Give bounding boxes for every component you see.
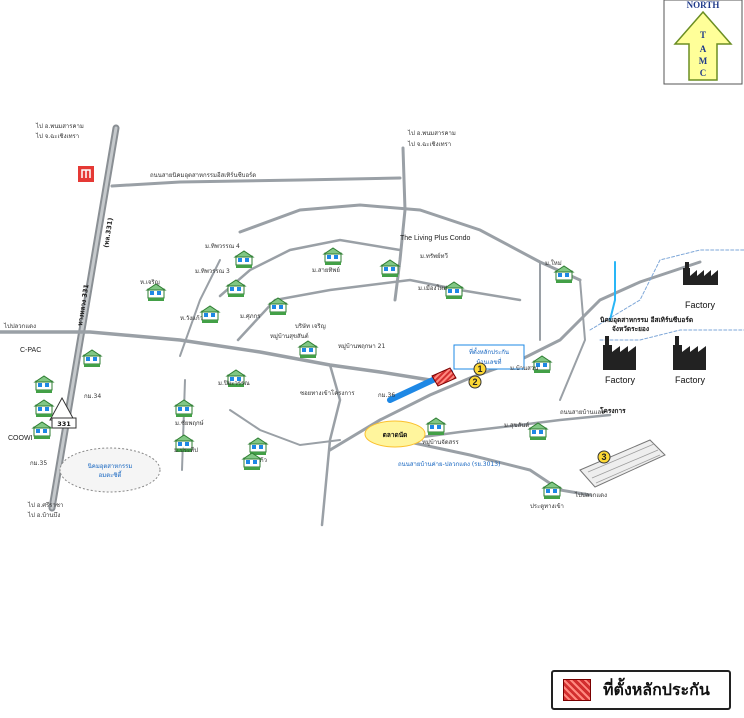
label-place-14: ม.ทรัพย์ทวี bbox=[420, 252, 448, 260]
road-3013 bbox=[398, 438, 592, 497]
label-place-15: ม.เมืองใหม่ bbox=[418, 284, 447, 292]
marker-2 bbox=[468, 375, 482, 389]
label-top-left-dest-1: ไป อ.พนมสารคาม bbox=[35, 122, 84, 130]
factory-icon-1: Factory bbox=[683, 262, 718, 310]
site-parcel bbox=[431, 367, 457, 387]
label-place-18: ประตูทางเข้า bbox=[530, 503, 564, 510]
label-factory-2: Factory bbox=[605, 375, 636, 385]
label-km-36: กม.36 bbox=[378, 392, 395, 399]
marker-1-label: 1 bbox=[477, 364, 482, 374]
label-road-sub-mid: ซอยทางเข้าโครงการ bbox=[300, 389, 355, 397]
label-place-17: ม.สุขสันต์ bbox=[504, 421, 529, 429]
road-inner-4 bbox=[181, 379, 186, 471]
label-place-16: โครงการ bbox=[599, 406, 626, 415]
label-place-11: บริษัท เจริญ bbox=[295, 323, 326, 330]
label-site-note-2: บ้านเลขที่ bbox=[476, 358, 501, 366]
road-curve-mid bbox=[238, 203, 582, 282]
road-inner-5 bbox=[320, 363, 342, 527]
road-inner-1 bbox=[218, 238, 402, 298]
label-place-2: ม.ทิพวรรณ 4 bbox=[205, 243, 240, 250]
road-west-east bbox=[0, 330, 432, 382]
road-north bbox=[110, 176, 402, 188]
factory-group: Factory Factory Factory bbox=[603, 262, 718, 385]
site-location: ที่ตั้งหลักประกัน บ้านเลขที่ 1 2 3 bbox=[431, 344, 611, 464]
label-left-dest: ไปปลวกแดง bbox=[3, 322, 36, 330]
label-bottom-right-dest: ไปปลวกแดง bbox=[574, 491, 607, 499]
marker-3-label: 3 bbox=[601, 452, 606, 462]
factory-icon-3: Factory bbox=[673, 336, 706, 385]
label-estate-right: นิคมอุตสาหกรรม อีสเทิร์นซีบอร์ด bbox=[600, 316, 693, 324]
label-place-12: หมู่บ้านสุขสันต์ bbox=[270, 332, 309, 340]
compass-letter-m: M bbox=[699, 56, 708, 66]
logo-red-square bbox=[78, 166, 94, 182]
label-hwy-331-num: (ทล.331) bbox=[102, 217, 115, 248]
label-place-20: หมู่บ้านจัดสรร bbox=[422, 439, 459, 446]
label-place-3: ม.ทิพวรรณ 3 bbox=[195, 268, 230, 275]
label-factory-3: Factory bbox=[675, 375, 706, 385]
industrial-estate-left: นิคมอุตสาหกรรม อมตะซิตี้ bbox=[59, 447, 161, 493]
label-bottom-left-dest-2: ไป อ.บ้านบึง bbox=[27, 511, 60, 519]
label-place-4: ห.วังแก้ว bbox=[180, 315, 203, 322]
road-inner-6 bbox=[229, 409, 341, 447]
water-line bbox=[609, 261, 616, 321]
label-c-pac: C-PAC bbox=[20, 347, 41, 354]
label-estate-left: นิคมอุตสาหกรรม bbox=[88, 463, 133, 470]
road-right-2 bbox=[559, 279, 587, 401]
map-legend: ที่ตั้งหลักประกัน bbox=[551, 670, 731, 710]
label-estate-right-sub: จังหวัดระยอง bbox=[612, 325, 649, 333]
factory-icon-2: Factory bbox=[603, 336, 636, 385]
label-place-7: ม.ชัยพฤกษ์ bbox=[175, 419, 204, 427]
label-bottom-left-dest-1: ไป อ.ศรีราชา bbox=[27, 501, 63, 509]
industrial-estate-right: นิคมอุตสาหกรรม อีสเทิร์นซีบอร์ด จังหวัดร… bbox=[600, 316, 693, 333]
compass-letter-c: C bbox=[700, 68, 707, 78]
legend-label: ที่ตั้งหลักประกัน bbox=[603, 679, 710, 699]
road-inner-3 bbox=[179, 259, 221, 357]
compass-letter-a: A bbox=[700, 44, 707, 54]
label-living-plus: The Living Plus Condo bbox=[400, 235, 471, 242]
label-road-north: ถนนสายนิคมอุตสาหกรรมอีสเทิร์นซีบอร์ด bbox=[150, 171, 256, 179]
label-place-8: ม.ประทีป bbox=[174, 446, 198, 454]
road-top-mid bbox=[393, 146, 407, 302]
label-site-note-1: ที่ตั้งหลักประกัน bbox=[469, 346, 509, 356]
label-km-34: กม.34 bbox=[84, 393, 101, 400]
label-place-21: ม.ใหม่ bbox=[545, 259, 562, 267]
compass-north-arrow: NORTH T A M C bbox=[663, 0, 743, 85]
label-place-1: ห.เจริญ bbox=[140, 279, 160, 286]
road-inner-2 bbox=[236, 278, 522, 342]
compass-north-label: NORTH bbox=[687, 0, 720, 10]
label-place-5: ม.ศุภกร bbox=[240, 313, 261, 320]
label-estate-left-sub: อมตะซิตี้ bbox=[99, 469, 123, 479]
place-markers: ห.เจริญ ม.ทิพวรรณ 4 ม.ทิพวรรณ 3 ห.วังแก้… bbox=[32, 243, 574, 510]
label-place-6: ม.ปิยะวรรณ bbox=[218, 380, 250, 387]
marker-1 bbox=[473, 362, 487, 376]
label-km-35: กม.35 bbox=[30, 460, 47, 467]
label-top-left-dest-2: ไป จ.ฉะเชิงเทรา bbox=[35, 132, 79, 140]
label-place-19: ม.บ้านสวน bbox=[510, 365, 538, 372]
label-place-10: หมู่บ้านพฤกษา 21 bbox=[338, 343, 385, 350]
compass-letter-t: T bbox=[700, 30, 706, 40]
label-road-bottom: ถนนสายบ้านแลง bbox=[560, 409, 604, 416]
shield-label: 331 bbox=[57, 420, 71, 428]
legend-swatch-site bbox=[563, 679, 591, 701]
highway-331-shield: 331 bbox=[49, 396, 77, 429]
label-top-mid-dest-2: ไป จ.ฉะเชิงเทรา bbox=[407, 140, 451, 148]
label-factory-1: Factory bbox=[685, 300, 716, 310]
marker-2-label: 2 bbox=[472, 377, 477, 387]
project-block: โครงการ bbox=[579, 406, 666, 488]
label-top-mid-dest-1: ไป อ.พนมสารคาม bbox=[407, 129, 456, 137]
marker-3 bbox=[597, 450, 611, 464]
label-market: ตลาดนัด bbox=[383, 431, 408, 439]
label-hwy-3013: ถนนสายบ้านค่าย-ปลวกแดง (รย.3013) bbox=[398, 461, 500, 468]
label-coowi: COOWI bbox=[8, 435, 33, 442]
estate-boundary bbox=[589, 249, 744, 341]
market-marker: ตลาดนัด bbox=[364, 420, 426, 448]
label-place-13: ม.สายทิพย์ bbox=[312, 266, 340, 274]
